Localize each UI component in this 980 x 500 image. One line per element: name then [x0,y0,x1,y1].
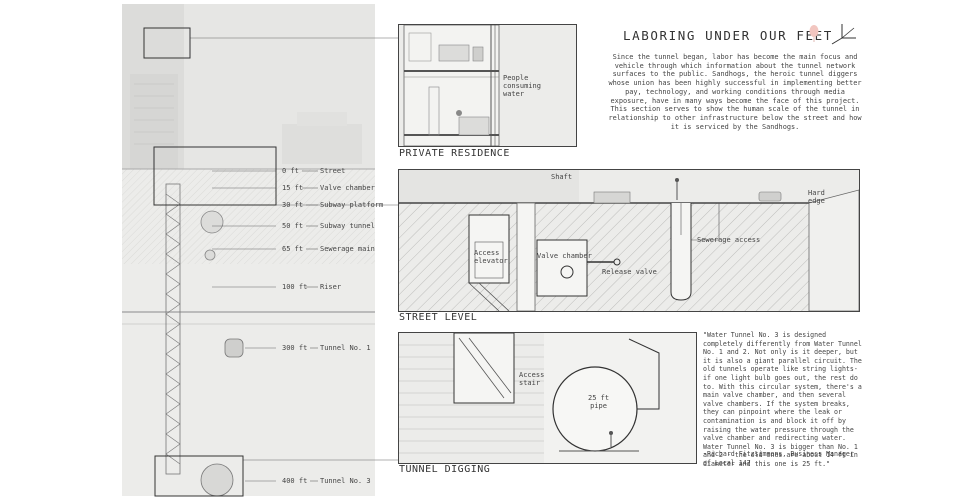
depth-label: 400 ft [282,477,308,485]
depth-label: 300 ft [282,344,308,352]
depth-name: Tunnel No. 3 [320,477,371,485]
residence-panel [398,24,577,147]
depth-name: Riser [320,283,342,291]
section-strip [122,4,375,497]
digging-title: TUNNEL DIGGING [399,464,491,475]
street-drawing [399,170,859,311]
street-label-shaft: Shaft [551,173,573,181]
depth-label: 50 ft [282,222,304,230]
depth-name: Valve chamber [320,184,375,192]
depth-name: Street [320,167,346,175]
depth-label: 30 ft [282,201,304,209]
intro-paragraph: Since the tunnel began, labor has become… [608,53,862,131]
depth-name: Sewerage main [320,245,375,253]
depth-label: 100 ft [282,283,308,291]
digging-label-access-stair: Access stair [519,371,545,387]
depth-label: 15 ft [282,184,304,192]
residence-drawing [399,25,576,146]
quote-paragraph: "Water Tunnel No. 3 is designed complete… [703,331,862,468]
street-label-sewerage-access: Sewerage access [697,236,761,244]
depth-name: Subway platform [320,201,384,209]
quote-attribution: -Richard Fitzsimmons, Business Manager o… [703,450,854,467]
page-title: LABORING UNDER OUR FEET [623,28,833,43]
digging-label-pipe: 25 ft pipe [588,394,610,410]
section-strip-drawing [122,4,375,497]
digging-drawing [399,333,696,463]
street-label-release-valve: Release valve [602,268,657,276]
axis-icon [831,24,856,45]
street-label-access-elevator: Access elevator [474,249,508,265]
depth-name: Tunnel No. 1 [320,344,371,352]
street-label-hard-edge: Hard edge [808,189,825,205]
balloon-icon [809,25,819,42]
depth-name: Subway tunnel [320,222,375,230]
street-label-valve-chamber: Valve chamber [537,252,592,260]
street-title: STREET LEVEL [399,312,478,323]
residence-note: People consuming water [503,74,541,98]
street-panel [398,169,860,312]
depth-label: 0 ft [282,167,299,175]
digging-panel [398,332,697,464]
residence-title: PRIVATE RESIDENCE [399,148,510,159]
depth-label: 65 ft [282,245,304,253]
